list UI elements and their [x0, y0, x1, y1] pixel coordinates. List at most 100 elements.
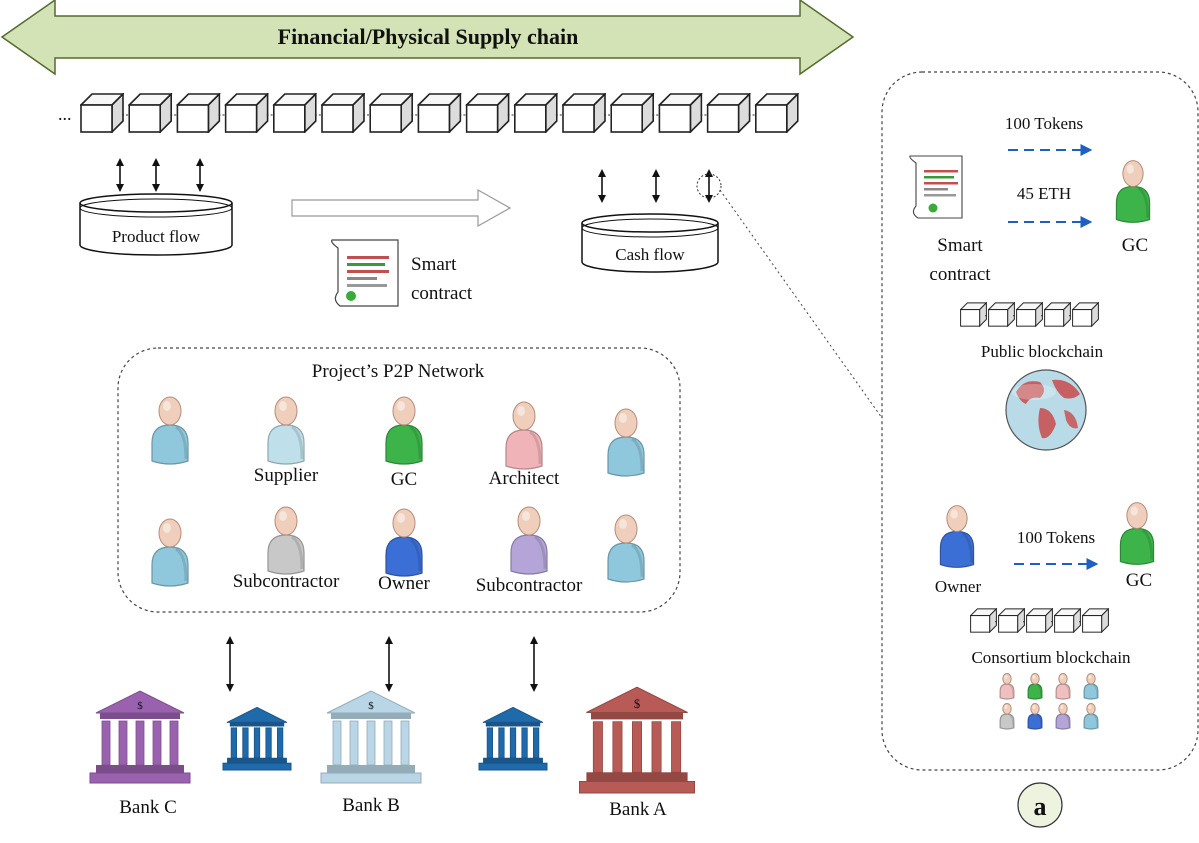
- chain-block: [610, 93, 655, 133]
- panel-badge-letter: a: [1034, 792, 1047, 821]
- person-label: GC: [391, 469, 417, 490]
- member-person-icon: [1027, 673, 1043, 700]
- person-label: Owner: [378, 573, 430, 594]
- consortium-block: [1026, 608, 1053, 633]
- svg-text:$: $: [368, 700, 374, 712]
- bank-connectors: [226, 636, 538, 692]
- member-person-icon: [1027, 703, 1043, 730]
- bank-icon: $: [320, 690, 422, 784]
- supply-chain-label: Financial/Physical Supply chain: [278, 24, 579, 49]
- public-receiver-label: GC: [1122, 235, 1148, 256]
- consortium-owner-person: [939, 505, 975, 568]
- chain-block: [658, 93, 703, 133]
- member-person-icon: [999, 703, 1015, 730]
- public-block: [988, 302, 1015, 327]
- smart-contract-icon: [331, 239, 399, 307]
- panel-smart-contract-icon: [909, 155, 963, 219]
- person-icon: [385, 508, 423, 577]
- consortium-block: [1082, 608, 1109, 633]
- person-label: Subcontractor: [476, 575, 583, 596]
- chain-block: [128, 93, 172, 133]
- gc-person-icon: [1115, 160, 1151, 223]
- cash-flow-label: Cash flow: [615, 245, 685, 264]
- public-tx1-label: 100 Tokens: [1005, 114, 1083, 133]
- person-label: Supplier: [254, 465, 319, 486]
- consortium-gc-person: [1119, 502, 1155, 565]
- person-label: Subcontractor: [233, 571, 340, 592]
- banks: $ Bank C $ Bank B $ Bank A: [89, 686, 695, 820]
- p2p-network-title: Project’s P2P Network: [312, 361, 485, 382]
- consortium-blockchain-label: Consortium blockchain: [971, 648, 1131, 667]
- bank-icon: [222, 706, 292, 771]
- public-gc-person: [1115, 160, 1151, 223]
- chain-block: [562, 93, 606, 133]
- consortium-sender-label: Owner: [935, 577, 982, 596]
- person-icon: [151, 518, 189, 587]
- consortium-block: [1054, 608, 1081, 633]
- public-blockchain-blocks: [960, 302, 1099, 327]
- chain-ellipsis: ...: [58, 104, 72, 124]
- p2p-network-box: [117, 347, 681, 613]
- main-blockchain: ...: [58, 93, 799, 133]
- person-label: Architect: [489, 468, 560, 489]
- consortium-block: [970, 608, 997, 633]
- cash-flow-connectors: [598, 169, 722, 203]
- zoom-circle: [696, 173, 722, 199]
- flow-arrow: [291, 188, 512, 228]
- owner-person-icon: [939, 505, 975, 568]
- consortium-receiver-label: GC: [1126, 570, 1152, 591]
- person-icon: [607, 408, 645, 477]
- bank-label: Bank B: [342, 795, 400, 816]
- chain-block: [369, 93, 414, 133]
- public-block: [1044, 302, 1071, 327]
- bank-icon: [478, 706, 548, 771]
- member-person-icon: [999, 673, 1015, 700]
- cash-flow-database: Cash flow: [581, 213, 719, 273]
- chain-block: [706, 93, 751, 133]
- smart-contract-label-line1: Smart: [411, 254, 457, 275]
- bank-icon: $: [579, 686, 695, 794]
- detail-panel: [881, 71, 1199, 771]
- public-block: [960, 302, 987, 327]
- chain-block: [465, 93, 510, 133]
- panel-badge: a: [1017, 782, 1063, 828]
- person-icon: [510, 506, 548, 575]
- svg-text:$: $: [137, 700, 143, 712]
- person-icon: [607, 514, 645, 583]
- member-person-icon: [1055, 703, 1071, 730]
- member-person-icon: [1083, 703, 1099, 730]
- chain-block: [80, 93, 124, 133]
- public-block: [1072, 302, 1099, 327]
- person-icon: [505, 401, 543, 470]
- chain-block: [272, 93, 317, 133]
- person-icon: [267, 506, 305, 575]
- chain-block: [417, 93, 462, 133]
- chain-block: [754, 93, 799, 133]
- product-flow-label: Product flow: [112, 227, 201, 246]
- product-flow-connectors: [116, 158, 204, 192]
- chain-block: [224, 93, 269, 133]
- chain-block: [321, 93, 365, 133]
- public-block: [1016, 302, 1043, 327]
- product-flow-database: Product flow: [79, 193, 233, 256]
- chain-block: [176, 93, 221, 133]
- bank-label: Bank A: [609, 799, 667, 820]
- smart-contract-label-line2: contract: [411, 283, 473, 304]
- supply-chain-arrow: Financial/Physical Supply chain: [0, 0, 855, 76]
- consortium-block: [998, 608, 1025, 633]
- gc-person-icon: [1119, 502, 1155, 565]
- svg-text:$: $: [634, 697, 640, 711]
- person-icon: [385, 396, 423, 465]
- public-blockchain-label: Public blockchain: [981, 342, 1104, 361]
- globe-icon: [1005, 369, 1087, 451]
- chain-block: [513, 93, 558, 133]
- person-icon: [151, 396, 189, 465]
- public-tx2-label: 45 ETH: [1017, 184, 1071, 203]
- bank-label: Bank C: [119, 797, 177, 818]
- person-icon: [267, 396, 305, 465]
- member-person-icon: [1055, 673, 1071, 700]
- member-person-icon: [1083, 673, 1099, 700]
- consortium-members: [999, 673, 1099, 730]
